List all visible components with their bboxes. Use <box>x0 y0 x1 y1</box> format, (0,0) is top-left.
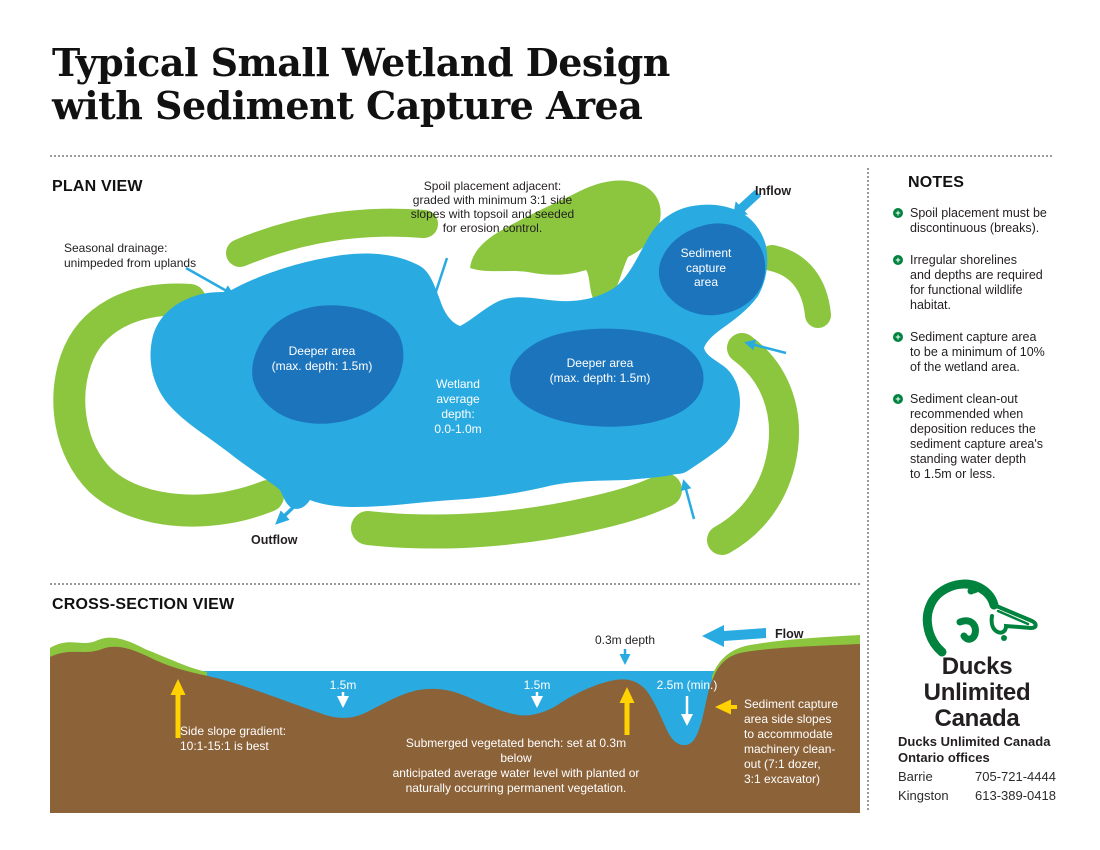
title-divider <box>50 155 1052 157</box>
depth-2-5-label: 2.5m (min.) <box>656 678 718 692</box>
cross-section-diagram <box>50 625 860 813</box>
wetland-water-body <box>150 204 768 509</box>
note-item: + Irregular shorelines and depths are re… <box>893 253 1065 313</box>
office-city: Barrie <box>898 769 933 784</box>
sediment-capture-slopes-label: Sediment capture area side slopes to acc… <box>744 697 839 786</box>
notes-list: + Spoil placement must be discontinuous … <box>893 206 1065 499</box>
vegetation-band-top-left <box>226 208 438 267</box>
vegetation-band-bottom <box>351 473 682 549</box>
ducks-unlimited-wordmark: Ducks Unlimited Canada <box>923 653 1031 732</box>
spoil-pointer-arrow <box>424 257 449 322</box>
offices-heading: Ducks Unlimited Canada Ontario offices <box>898 734 1051 765</box>
deeper-area-left-label: Deeper area (max. depth: 1.5m) <box>271 344 373 373</box>
ducks-unlimited-logo <box>922 579 1038 657</box>
page-title: Typical Small Wetland Design with Sedime… <box>52 40 670 128</box>
note-text: Irregular shorelines and depths are requ… <box>910 253 1043 312</box>
office-phone: 705-721-4444 <box>975 769 1056 784</box>
deeper-area-right-shape <box>509 328 704 427</box>
note-bullet-icon: + <box>893 394 903 404</box>
vegetation-blob-top-middle <box>470 180 661 306</box>
sediment-capture-label: Sediment capture area <box>680 246 732 289</box>
column-divider <box>867 168 869 810</box>
office-city: Kingston <box>898 788 949 803</box>
cross-section-soil <box>50 644 860 813</box>
bottom-gap-arrow <box>680 479 696 520</box>
flow-label: Flow <box>775 627 804 641</box>
note-bullet-icon: + <box>893 332 903 342</box>
note-text: Sediment capture area to be a minimum of… <box>910 330 1045 374</box>
sediment-capture-area-shape <box>658 223 766 316</box>
seasonal-drainage-label: Seasonal drainage: unimpeded from upland… <box>64 241 197 270</box>
deeper-area-left-shape <box>252 305 404 424</box>
plan-cross-divider <box>50 583 860 585</box>
seasonal-drainage-arrow <box>185 266 235 296</box>
plan-view-heading: PLAN VIEW <box>52 178 143 195</box>
office-phone: 613-389-0418 <box>975 788 1056 803</box>
note-bullet-icon: + <box>893 255 903 265</box>
note-item: + Sediment capture area to be a minimum … <box>893 330 1065 375</box>
office-row: Barrie 705-721-4444 <box>898 769 1058 784</box>
submerged-bench-label: Submerged vegetated bench: set at 0.3m b… <box>392 736 640 795</box>
note-bullet-icon: + <box>893 208 903 218</box>
logo-chin-dot <box>1001 635 1007 641</box>
notes-heading: NOTES <box>908 174 965 191</box>
note-text: Spoil placement must be discontinuous (b… <box>910 206 1047 235</box>
offices-table: Barrie 705-721-4444 Kingston 613-389-041… <box>898 769 1058 807</box>
depth-0-3-label: 0.3m depth <box>594 633 656 647</box>
vegetation-band-left <box>53 283 284 527</box>
logo-eye-dot <box>967 587 975 595</box>
vegetation-band-top-right <box>759 245 831 328</box>
depth-1-5-left-label: 1.5m <box>329 678 357 692</box>
right-inlet-arrow <box>744 339 787 355</box>
outflow-arrow <box>275 495 306 525</box>
inflow-label: Inflow <box>755 184 792 198</box>
outflow-label: Outflow <box>251 533 298 547</box>
inflow-arrow <box>733 189 761 216</box>
note-text: Sediment clean-out recommended when depo… <box>910 392 1044 481</box>
spoil-placement-label: Spoil placement adjacent: graded with mi… <box>410 179 575 235</box>
note-item: + Spoil placement must be discontinuous … <box>893 206 1065 236</box>
depth-1-5-mid-label: 1.5m <box>523 678 551 692</box>
wetland-average-depth-label: Wetland average depth: 0.0-1.0m <box>434 377 482 436</box>
side-slope-label: Side slope gradient: 10:1-15:1 is best <box>180 724 287 753</box>
office-row: Kingston 613-389-0418 <box>898 788 1058 803</box>
plan-view-diagram <box>53 180 831 555</box>
cross-section-heading: CROSS-SECTION VIEW <box>52 596 235 613</box>
flow-arrow <box>702 625 766 647</box>
vegetation-band-right <box>707 333 799 555</box>
deeper-area-right-label: Deeper area (max. depth: 1.5m) <box>549 356 651 385</box>
note-item: + Sediment clean-out recommended when de… <box>893 392 1065 482</box>
